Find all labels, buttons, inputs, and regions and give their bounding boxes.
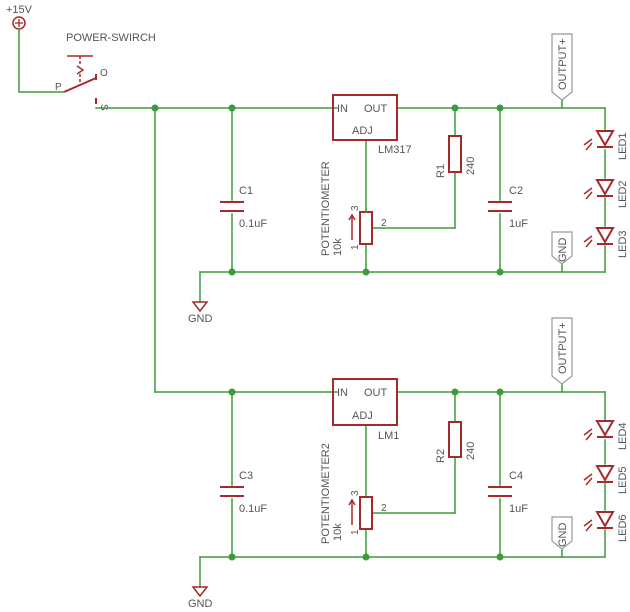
- output-port-2-label: OUTPUT+: [557, 322, 569, 374]
- power-switch[interactable]: [63, 55, 97, 104]
- output-port-1-label: OUTPUT+: [557, 38, 569, 90]
- resistor-r1-value: 240: [465, 157, 477, 175]
- led-2-symbol[interactable]: [583, 179, 615, 200]
- gnd-port-1[interactable]: [551, 231, 573, 265]
- regulator-2-pin-adj: ADJ: [352, 410, 373, 422]
- supply-label: +15V: [6, 4, 33, 16]
- resistor-r2-value: 240: [465, 442, 477, 460]
- regulator-2-pin-in: IN: [337, 387, 348, 399]
- resistor-r1[interactable]: [448, 135, 462, 173]
- pot-2-pin1: 1: [350, 529, 361, 535]
- regulator-1-pin-out: OUT: [364, 103, 388, 115]
- pot-2-pin2: 2: [381, 503, 387, 514]
- regulator-1-pin-adj: ADJ: [352, 125, 373, 137]
- led-4-symbol[interactable]: [583, 420, 615, 441]
- switch-pin-o: O: [100, 68, 108, 79]
- capacitor-c4-name: C4: [509, 470, 523, 482]
- regulator-1-name: LM317: [378, 144, 412, 156]
- led-1-symbol[interactable]: [583, 130, 615, 151]
- gnd-port-2[interactable]: [551, 516, 573, 550]
- ground-symbol-2: [191, 586, 209, 598]
- led-5-symbol[interactable]: [583, 465, 615, 486]
- led-6-label: LED6: [617, 514, 629, 542]
- wires-1: [199, 99, 606, 303]
- capacitor-c2-name: C2: [509, 185, 523, 197]
- capacitor-c4-value: 1uF: [509, 503, 528, 515]
- pot-2-value: 10k: [332, 523, 344, 541]
- output-port-1[interactable]: [551, 33, 573, 101]
- gnd-port-2-label: GND: [557, 523, 569, 548]
- led-4-label: LED4: [617, 422, 629, 450]
- switch-pin-p: P: [55, 82, 62, 93]
- capacitor-c1[interactable]: [220, 201, 244, 212]
- supply-wires: [18, 28, 338, 393]
- led-2-label: LED2: [617, 180, 629, 208]
- capacitor-c2-value: 1uF: [509, 218, 528, 230]
- led-1-label: LED1: [617, 132, 629, 160]
- supply-terminal[interactable]: [12, 16, 26, 30]
- potentiometer-1[interactable]: [348, 209, 373, 245]
- regulator-circuit-1: IN OUT ADJ LM317 C1 0.1uF C2 1uF R1 240 …: [151, 33, 629, 325]
- capacitor-c3-value: 0.1uF: [239, 503, 267, 515]
- capacitor-c2[interactable]: [488, 201, 512, 212]
- gnd-port-1-label: GND: [557, 238, 569, 263]
- regulator-2-pin-out: OUT: [364, 387, 388, 399]
- resistor-r2[interactable]: [448, 421, 462, 458]
- capacitor-c4[interactable]: [488, 486, 512, 497]
- led-3-symbol[interactable]: [583, 227, 615, 248]
- resistor-r1-name: R1: [435, 164, 447, 178]
- pot-2-pin3: 3: [350, 490, 361, 496]
- regulator-2-name: LM1: [378, 430, 399, 442]
- pot-1-pin2: 2: [381, 218, 387, 229]
- switch-name: POWER-SWIRCH: [66, 32, 156, 44]
- pot-1-pin3: 3: [350, 205, 361, 211]
- regulator-1-body[interactable]: [332, 94, 398, 141]
- capacitor-c1-value: 0.1uF: [239, 218, 267, 230]
- regulator-circuit-2: IN OUT ADJ LM1 C3 0.1uF C4 1uF R2 240 3 …: [188, 317, 629, 610]
- led-5-label: LED5: [617, 466, 629, 494]
- ground-1-label: GND: [188, 313, 213, 325]
- potentiometer-2[interactable]: [348, 496, 373, 530]
- resistor-r2-name: R2: [435, 449, 447, 463]
- ground-symbol-1: [191, 301, 209, 313]
- pot-2-name: POTENTIOMETER2: [320, 443, 332, 544]
- capacitor-c3-name: C3: [239, 470, 253, 482]
- capacitor-c1-name: C1: [239, 185, 253, 197]
- led-6-symbol[interactable]: [583, 511, 615, 532]
- junctions-2: [228, 388, 504, 561]
- capacitor-c3[interactable]: [220, 486, 244, 497]
- regulator-2-body[interactable]: [332, 378, 398, 426]
- pot-1-value: 10k: [332, 238, 344, 256]
- ground-2-label: GND: [188, 598, 213, 610]
- output-port-2[interactable]: [551, 317, 573, 385]
- pot-1-pin1: 1: [350, 244, 361, 250]
- regulator-1-pin-in: IN: [337, 103, 348, 115]
- led-3-label: LED3: [617, 230, 629, 258]
- pot-1-name: POTENTIOMETER: [320, 161, 332, 256]
- junctions-1: [151, 104, 504, 276]
- wires-2: [199, 383, 606, 588]
